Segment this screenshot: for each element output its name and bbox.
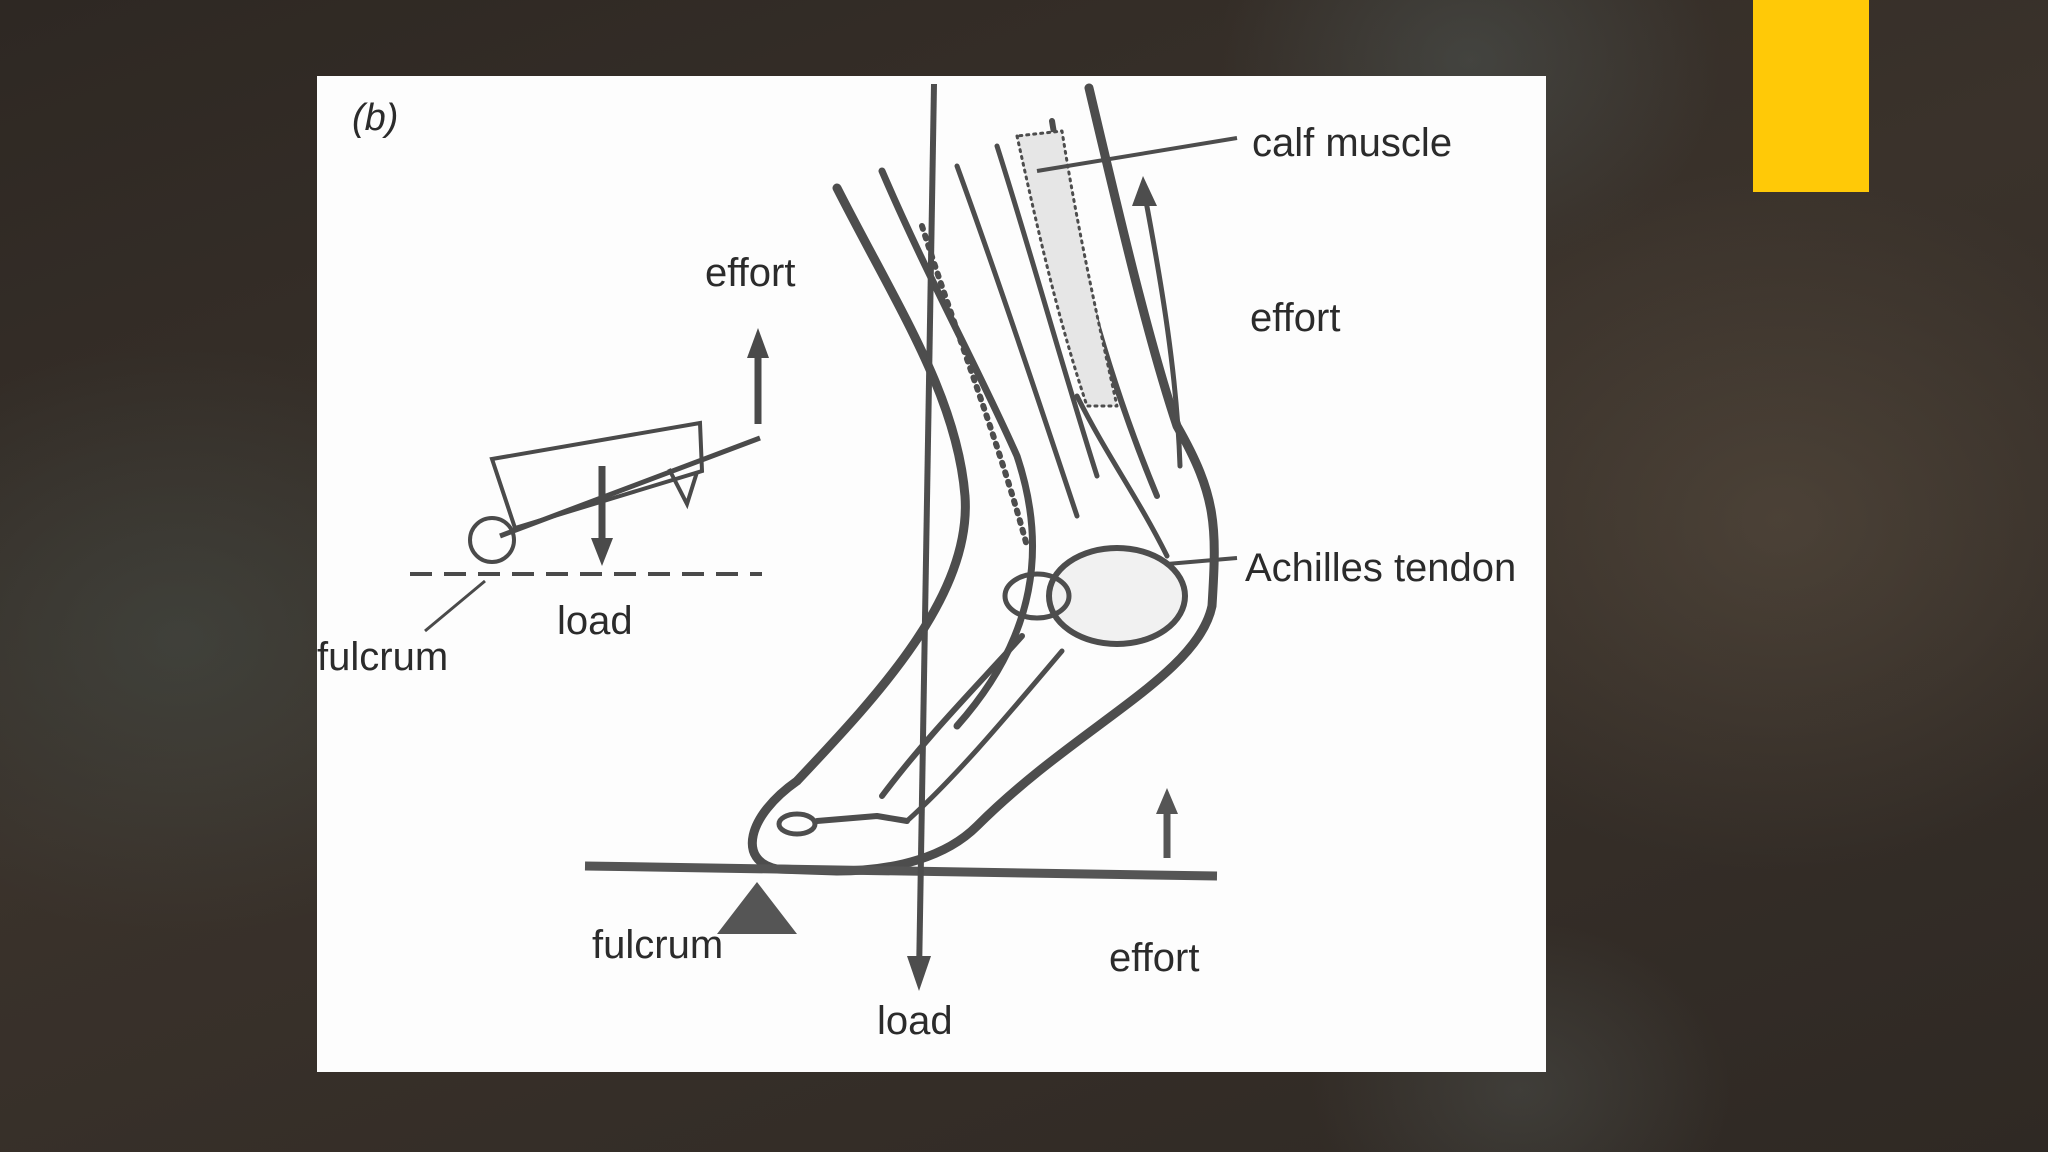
panel-label: (b)	[352, 97, 398, 139]
load-arrow	[907, 956, 931, 991]
foot-lever-diagram: (b) effort load fulcrum calf muscle effo…	[317, 83, 1516, 1043]
foot-drawing	[747, 83, 1219, 876]
lever-beam	[584, 861, 1218, 881]
achilles-leader	[1166, 556, 1238, 566]
lever-inset	[410, 328, 769, 633]
achilles-tendon-label: Achilles tendon	[1245, 546, 1516, 590]
diagram-panel: (b) effort load fulcrum calf muscle effo…	[317, 76, 1546, 1072]
effort-bottom-label: effort	[1109, 936, 1199, 980]
load-line	[916, 83, 937, 977]
effort-top-label: effort	[1250, 296, 1340, 340]
inset-effort-label: effort	[705, 251, 795, 295]
wheel-circle	[468, 516, 516, 564]
effort-arrow-head	[1156, 788, 1178, 814]
fulcrum-label: fulcrum	[592, 923, 723, 967]
fulcrum-triangle	[717, 882, 797, 934]
accent-block	[1753, 0, 1869, 192]
load-label: load	[877, 999, 953, 1043]
calf-muscle-label: calf muscle	[1252, 121, 1452, 165]
inset-load-label: load	[557, 599, 633, 643]
calf-muscle-leader	[1036, 136, 1238, 173]
inset-fulcrum-label: fulcrum	[317, 635, 448, 679]
